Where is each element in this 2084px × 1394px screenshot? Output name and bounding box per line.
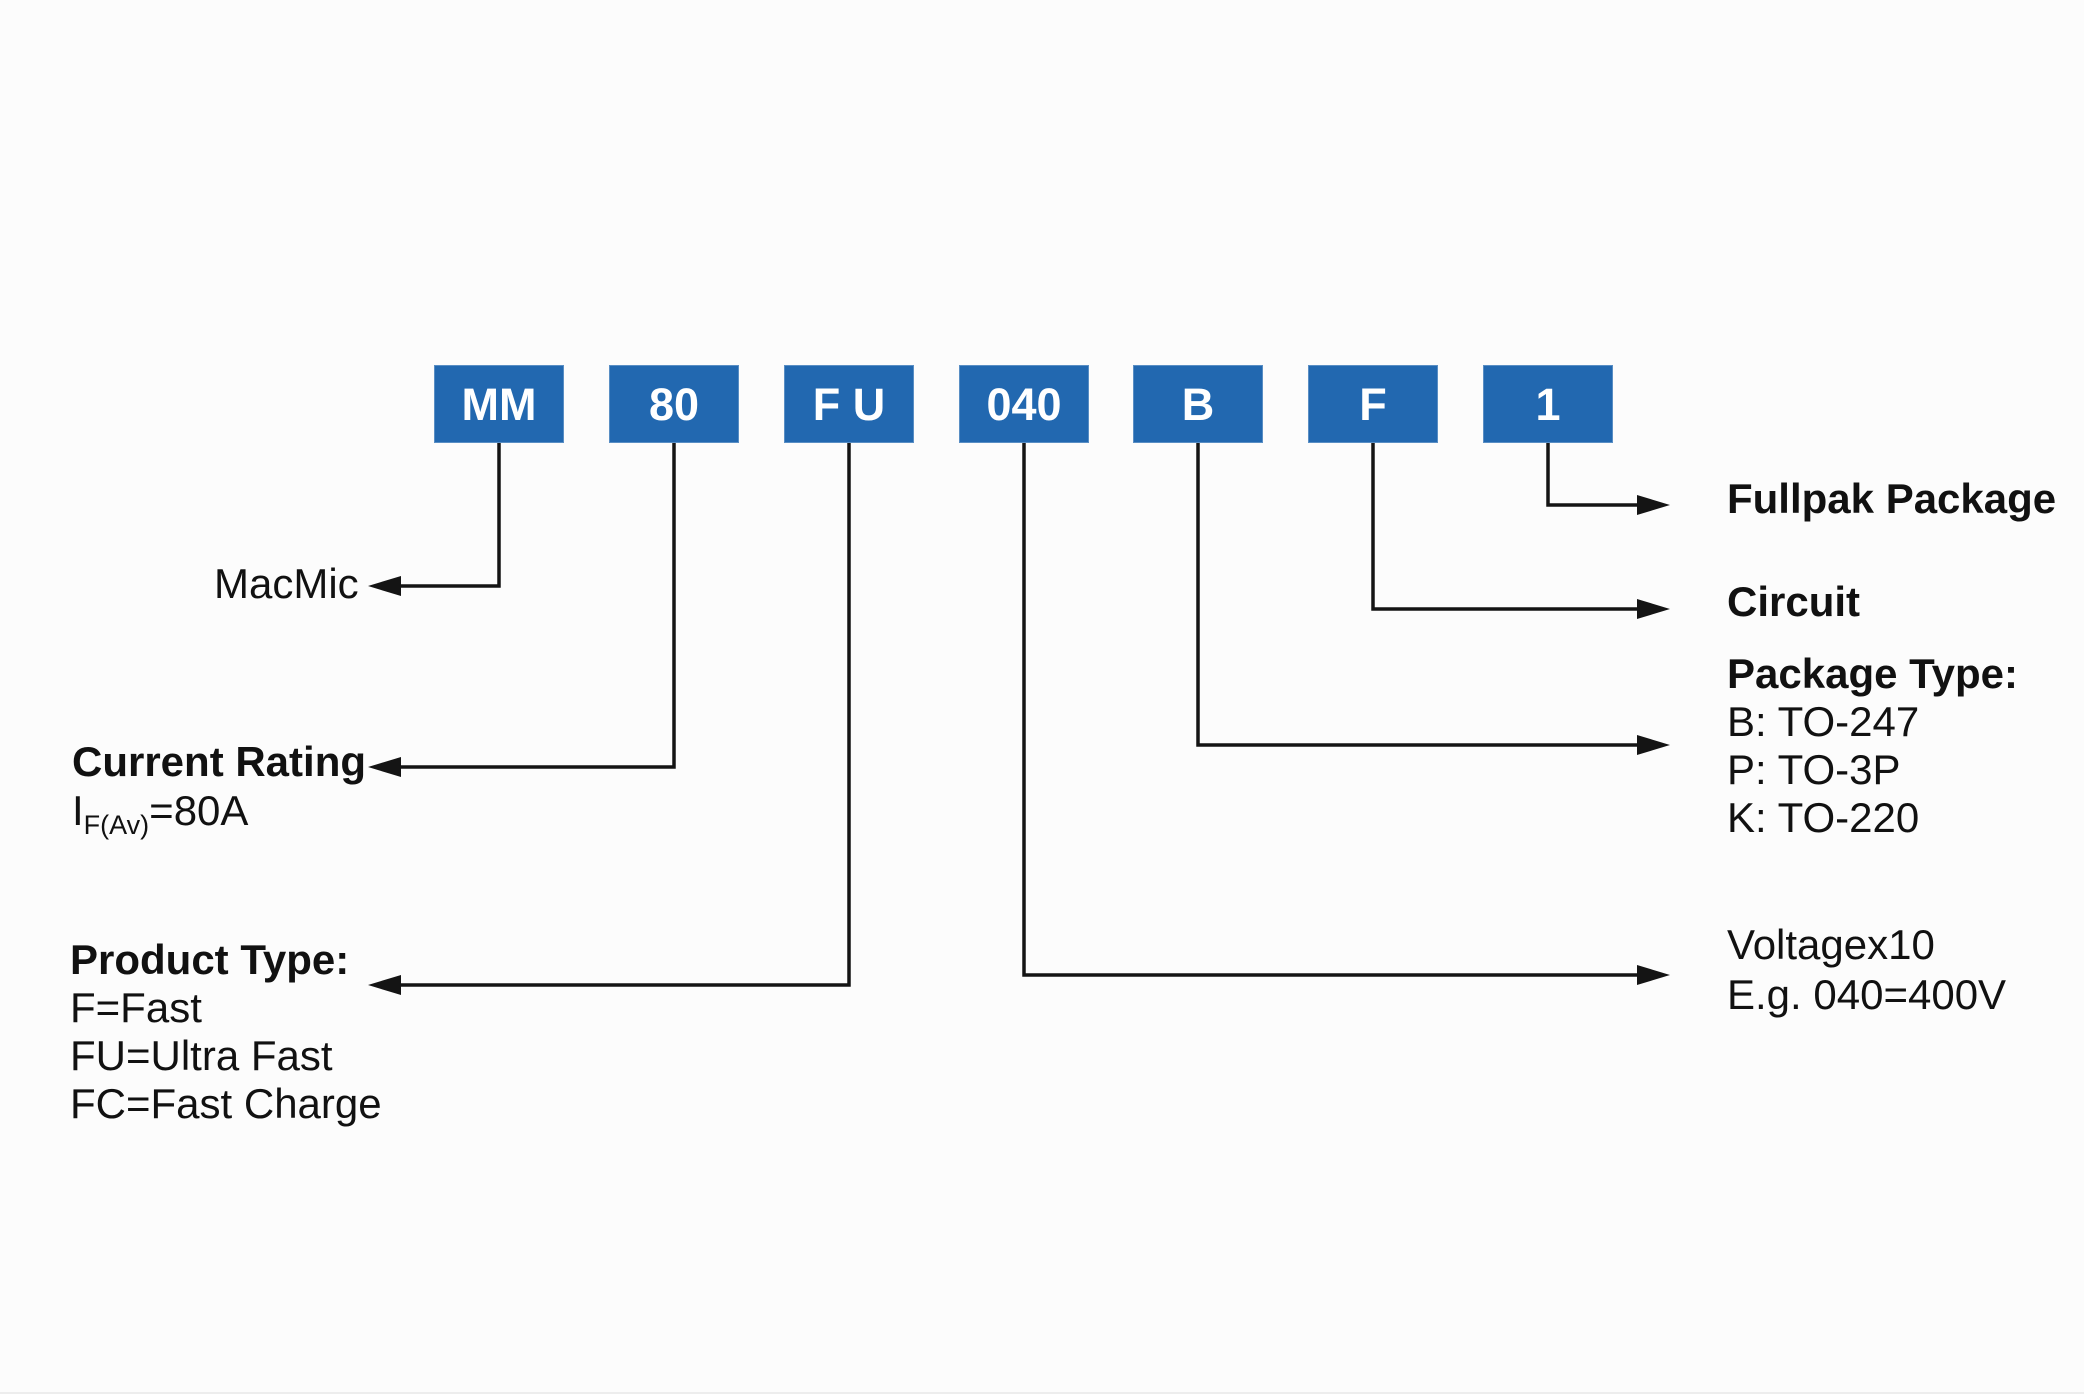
product-type-item: FU=Ultra Fast (70, 1032, 333, 1079)
part-segment-box-type: F U (784, 365, 914, 443)
scan-edge-line (0, 1392, 2084, 1394)
connector-package-type (1196, 443, 1670, 755)
connector-product-type (368, 443, 851, 995)
right-arrowhead-icon (1637, 495, 1670, 515)
right-arrowhead-icon (1637, 735, 1670, 755)
right-arrowhead-icon (1637, 965, 1670, 985)
part-segment-box-current: 80 (609, 365, 739, 443)
current-rating-title: Current Rating (72, 738, 366, 785)
part-segment-box-voltage: 040 (959, 365, 1089, 443)
manufacturer-label: MacMic (214, 560, 359, 607)
part-segment-box-package: B (1133, 365, 1263, 443)
voltage-block: Voltagex10 E.g. 040=400V (1727, 920, 2006, 1020)
left-arrowhead-icon (368, 975, 401, 995)
circuit-label: Circuit (1727, 578, 1861, 625)
current-rating-formula: IF(Av)=80A (72, 790, 248, 839)
product-type-item: FC=Fast Charge (70, 1080, 382, 1127)
voltage-line2: E.g. 040=400V (1727, 971, 2007, 1018)
connector-circuit (1371, 443, 1670, 619)
package-type-item: K: TO-220 (1727, 794, 1920, 841)
connector-current-rating (368, 443, 676, 777)
connector-fullpak (1546, 443, 1670, 515)
package-type-title: Package Type: (1727, 650, 2019, 697)
voltage-line1: Voltagex10 (1727, 921, 1935, 968)
left-arrowhead-icon (368, 576, 401, 596)
current-value: =80A (149, 787, 249, 834)
product-type-title: Product Type: (70, 936, 350, 983)
current-symbol-subscript: F(Av) (83, 810, 150, 840)
connector-voltage (1022, 443, 1670, 985)
current-symbol: I (72, 787, 84, 834)
connector-manufacturer (368, 443, 501, 596)
part-segment-box-fullpak: 1 (1483, 365, 1613, 443)
package-type-item: B: TO-247 (1727, 698, 1920, 745)
product-type-block: Product Type: F=Fast FU=Ultra Fast FC=Fa… (70, 936, 382, 1128)
left-arrowhead-icon (368, 757, 401, 777)
package-type-block: Package Type: B: TO-247 P: TO-3P K: TO-2… (1727, 650, 2018, 842)
part-segment-box-brand: MM (434, 365, 564, 443)
part-segment-box-circuit: F (1308, 365, 1438, 443)
package-type-item: P: TO-3P (1727, 746, 1901, 793)
product-type-item: F=Fast (70, 984, 202, 1031)
fullpak-package-label: Fullpak Package (1727, 475, 2057, 522)
right-arrowhead-icon (1637, 599, 1670, 619)
